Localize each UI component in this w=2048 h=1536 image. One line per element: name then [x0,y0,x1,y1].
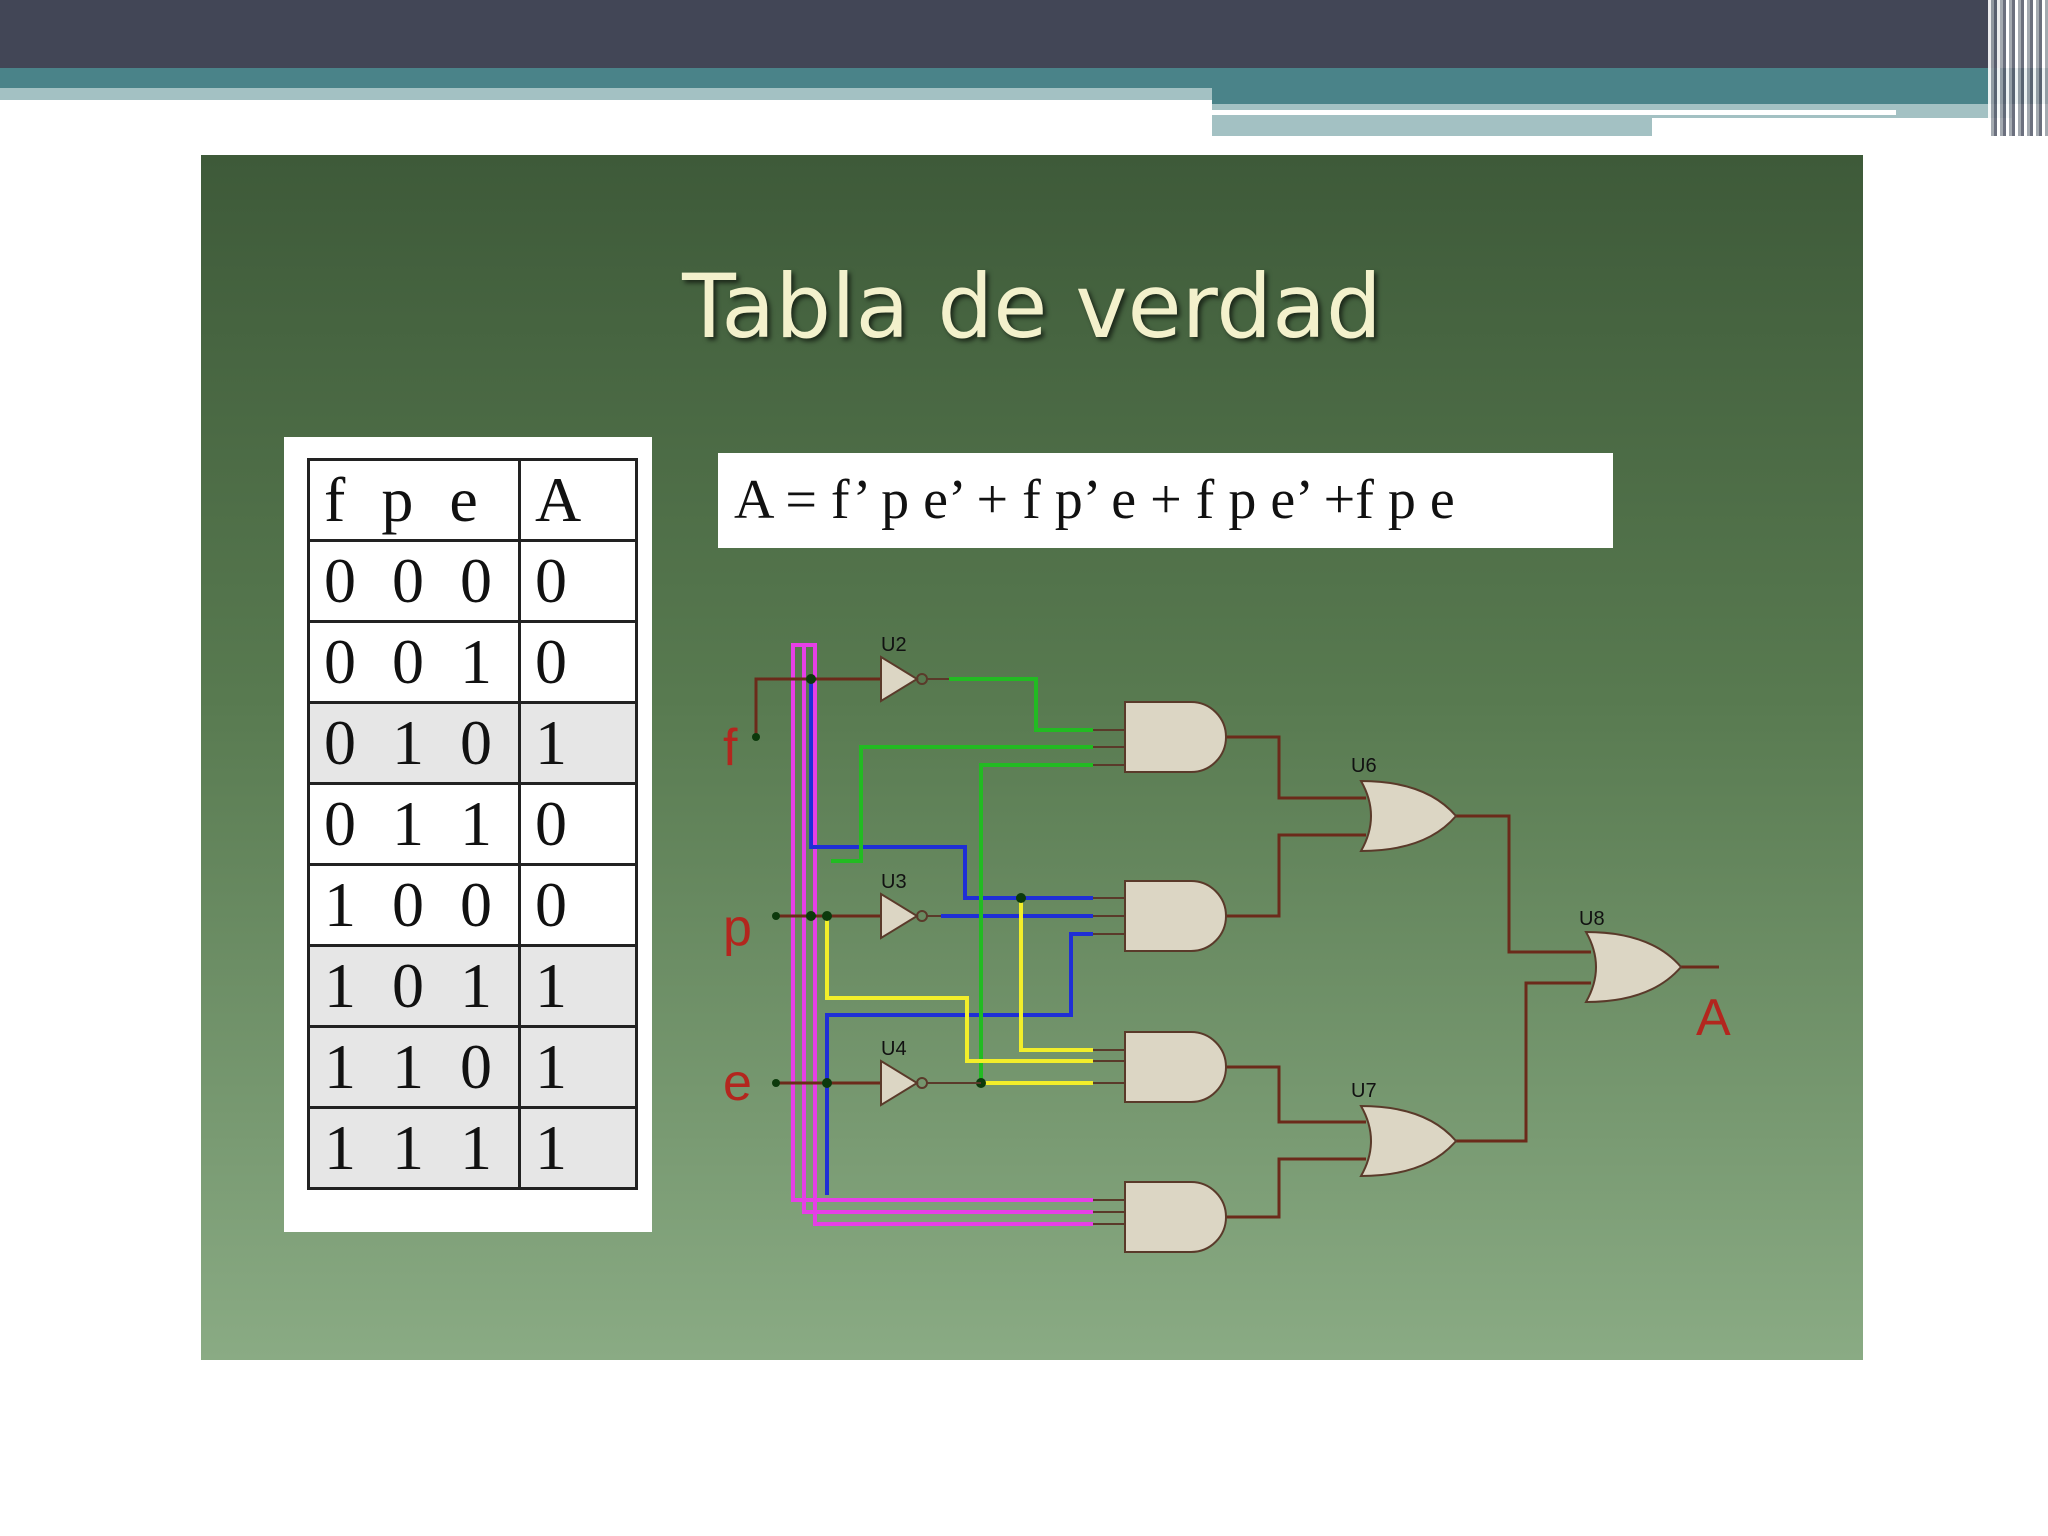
output-label-a: A [1696,989,1731,1047]
and-gate-3 [1093,1031,1227,1103]
header-output: A [518,458,638,542]
row-inputs: 0 1 1 [307,782,521,866]
row-output: 1 [518,701,638,785]
gate-label-u2: U2 [881,634,907,656]
gate-label-u4: U4 [881,1038,907,1060]
not-gate-u3: U3 [880,871,941,940]
row-inputs: 1 0 1 [307,944,521,1028]
row-output: 1 [518,944,638,1028]
row-output: 0 [518,782,638,866]
wire-magenta [791,643,1093,1226]
wire-plain [754,677,1719,1219]
header-inputs: f p e [307,458,521,542]
header-bar-teal-right [1212,88,2048,104]
row-inputs: 1 0 0 [307,863,521,947]
logic-circuit-diagram: U2 U3 U4 [723,634,1731,1253]
gate-label-u3: U3 [881,871,907,893]
header-bar-dark [0,0,2000,68]
wire-junctions [752,674,1026,1088]
or-gate-u6: U6 [1351,755,1458,853]
row-inputs: 0 0 0 [307,539,521,623]
not-gate-u2: U2 [880,634,949,703]
header-bar-light-short [1212,118,1652,136]
input-label-f: f [723,719,738,777]
wire-blue [809,679,1093,1195]
input-label-p: p [723,899,752,957]
wire-green [831,677,1093,1083]
gate-label-u8: U8 [1579,908,1605,930]
boolean-formula: A = f’ p e’ + f p’ e + f p e’ +f p e [718,453,1613,548]
row-inputs: 0 1 0 [307,701,521,785]
truth-table-panel: f p e A 0 0 0 0 0 0 1 0 0 1 0 1 0 [284,437,652,1232]
table-row: 1 1 0 1 [307,1025,638,1109]
row-output: 0 [518,620,638,704]
slide-title: Tabla de verdad [682,255,1382,358]
table-row: 1 0 1 1 [307,944,638,1028]
and-gate-1 [1093,701,1227,773]
table-row: 1 1 1 1 [307,1106,638,1190]
and-gate-2 [1093,880,1227,952]
table-row: 0 1 1 0 [307,782,638,866]
row-inputs: 1 1 0 [307,1025,521,1109]
table-header-row: f p e A [307,458,638,542]
row-inputs: 1 1 1 [307,1106,521,1190]
slide: Tabla de verdad f p e A 0 0 0 0 0 0 1 0 [201,155,1863,1360]
gate-label-u6: U6 [1351,755,1377,777]
header-white-line [1212,110,1896,115]
table-row: 0 0 1 0 [307,620,638,704]
gate-label-u7: U7 [1351,1080,1377,1102]
row-inputs: 0 0 1 [307,620,521,704]
row-output: 1 [518,1106,638,1190]
table-row: 1 0 0 0 [307,863,638,947]
not-gate-u4: U4 [880,1038,981,1107]
header-bar-teal [0,68,2048,88]
truth-table: f p e A 0 0 0 0 0 0 1 0 0 1 0 1 0 [307,458,638,1190]
row-output: 0 [518,539,638,623]
row-output: 1 [518,1025,638,1109]
signal-labels: f p e A [723,719,1731,1112]
input-label-e: e [723,1054,752,1112]
and-gate-4 [1093,1181,1227,1253]
table-row: 0 1 0 1 [307,701,638,785]
or-gate-u7: U7 [1351,1080,1458,1178]
wire-yellow [825,898,1093,1085]
row-output: 0 [518,863,638,947]
or-gate-u8: U8 [1579,908,1683,1004]
table-row: 0 0 0 0 [307,539,638,623]
header-bar-light [0,88,1212,100]
header-stripes [1988,0,2048,136]
